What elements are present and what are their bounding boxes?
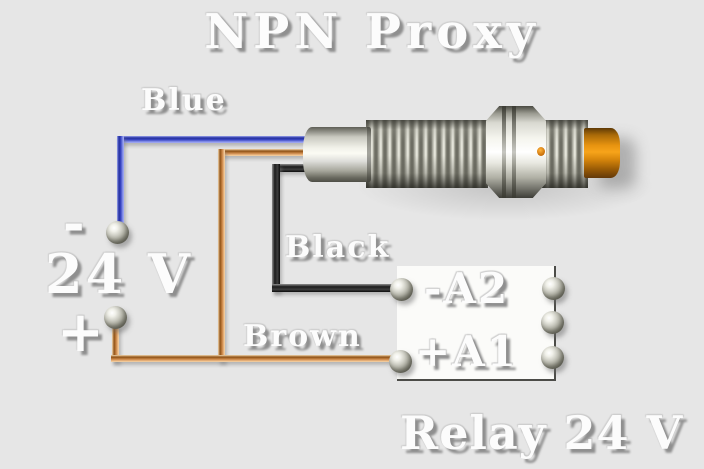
sensor-thread-left xyxy=(366,120,488,188)
relay-right-ball-2 xyxy=(541,311,564,334)
terminal-ball-minus xyxy=(106,221,129,244)
relay-right-ball-1 xyxy=(542,277,565,300)
brown-wire-vertical xyxy=(218,149,225,362)
brown-wire-bottom-horizontal xyxy=(111,355,404,362)
wire-label-brown: Brown xyxy=(243,319,362,354)
brown-wire-plus-drop xyxy=(112,325,119,362)
relay-right-ball-3 xyxy=(541,346,564,369)
black-wire-top-horizontal xyxy=(272,164,316,172)
wire-label-blue: Blue xyxy=(141,83,227,118)
black-wire-vertical xyxy=(272,164,280,292)
blue-wire-horizontal xyxy=(117,136,313,143)
nut-groove-icon xyxy=(502,106,506,198)
sensor-thread-right xyxy=(542,120,588,188)
wire-label-black: Black xyxy=(285,230,391,265)
supply-plus-sign: + xyxy=(57,299,104,365)
supply-minus-sign: - xyxy=(63,193,85,254)
relay-terminal-a1-label: +A1 xyxy=(415,327,519,376)
sensor-sensing-tip xyxy=(584,128,620,178)
relay-caption: Relay 24 V xyxy=(400,406,684,460)
sensor-cable-cap xyxy=(303,127,371,182)
sensor-led-icon xyxy=(537,147,545,156)
relay-terminal-a2-label: -A2 xyxy=(424,264,510,313)
terminal-ball-a1 xyxy=(389,350,412,373)
terminal-ball-a2 xyxy=(390,278,413,301)
supply-voltage-label: 24 V xyxy=(45,242,193,306)
blue-wire-vertical xyxy=(117,136,124,224)
brown-wire-top-horizontal xyxy=(218,149,313,156)
terminal-ball-plus xyxy=(104,306,127,329)
diagram-title: NPN Proxy xyxy=(204,4,540,60)
nut-groove-icon xyxy=(512,106,516,198)
sensor-hex-nut xyxy=(486,106,546,198)
black-wire-bottom-horizontal xyxy=(272,284,402,292)
